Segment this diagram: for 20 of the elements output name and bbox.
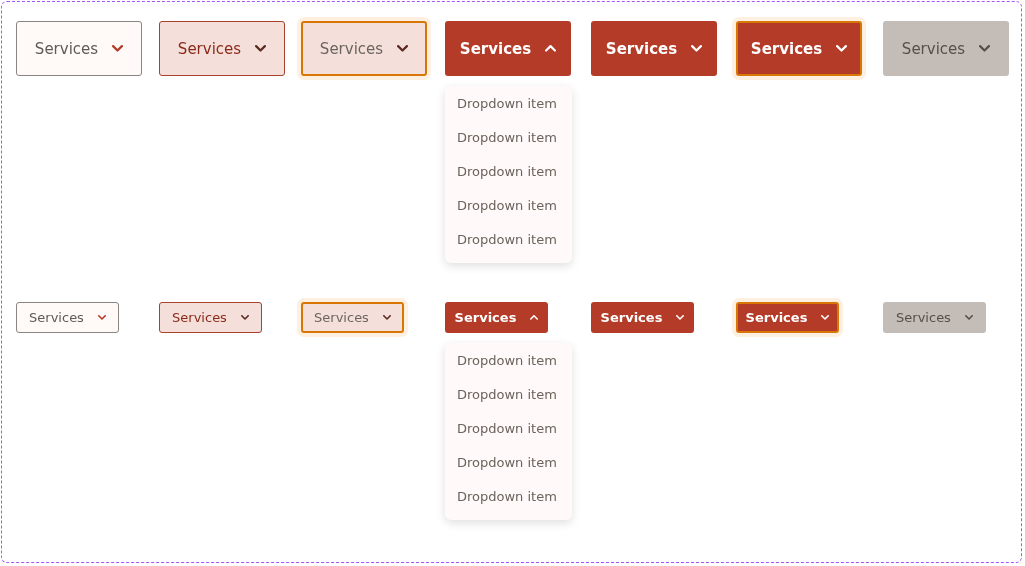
dropdown-button: Services (159, 21, 285, 76)
menu-item: Dropdown item (457, 421, 557, 436)
dropdown-button: Services (16, 21, 142, 76)
menu-item: Dropdown item (457, 455, 557, 470)
menu-item: Dropdown item (457, 232, 557, 247)
dropdown-button: Services (159, 302, 262, 333)
menu-item: Dropdown item (457, 130, 557, 145)
menu-item: Dropdown item (457, 164, 557, 179)
menu-item: Dropdown item (457, 387, 557, 402)
dropdown-button: Services (445, 302, 548, 333)
dropdown-button: Services (591, 21, 717, 76)
dropdown-button: Services (883, 21, 1009, 76)
dropdown-button: Services (591, 302, 694, 333)
menu-item: Dropdown item (457, 353, 557, 368)
menu-item: Dropdown item (457, 96, 557, 111)
dropdown-button: Services (445, 21, 571, 76)
menu-item: Dropdown item (457, 198, 557, 213)
menu-item: Dropdown item (457, 489, 557, 504)
dropdown-button: Services (883, 302, 986, 333)
dropdown-button: Services (16, 302, 119, 333)
